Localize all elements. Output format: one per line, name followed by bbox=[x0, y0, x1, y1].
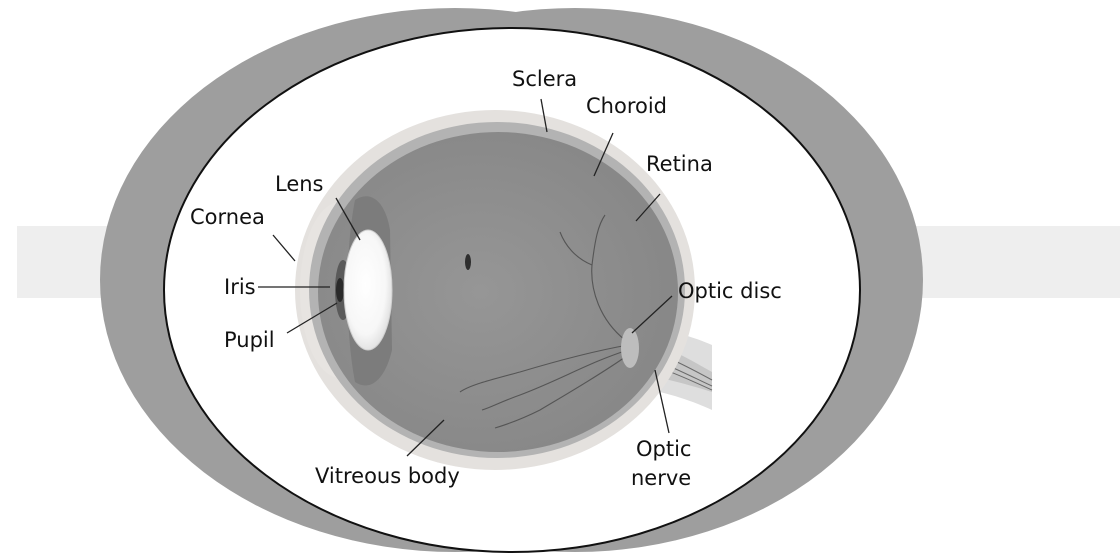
label-optic-nerve-line2: nerve bbox=[631, 466, 691, 490]
label-retina: Retina bbox=[646, 152, 713, 176]
pupil bbox=[336, 278, 344, 302]
optic-disc bbox=[621, 328, 639, 368]
label-optic-nerve-line1: Optic bbox=[636, 437, 691, 461]
label-pupil: Pupil bbox=[224, 328, 275, 352]
label-sclera: Sclera bbox=[512, 67, 577, 91]
label-optic-disc: Optic disc bbox=[678, 279, 782, 303]
vitreous-spot bbox=[465, 254, 471, 270]
lens bbox=[344, 230, 392, 350]
label-choroid: Choroid bbox=[586, 94, 667, 118]
label-vitreous-body: Vitreous body bbox=[315, 464, 460, 488]
label-iris: Iris bbox=[224, 275, 256, 299]
label-cornea: Cornea bbox=[190, 205, 265, 229]
label-lens: Lens bbox=[275, 172, 324, 196]
